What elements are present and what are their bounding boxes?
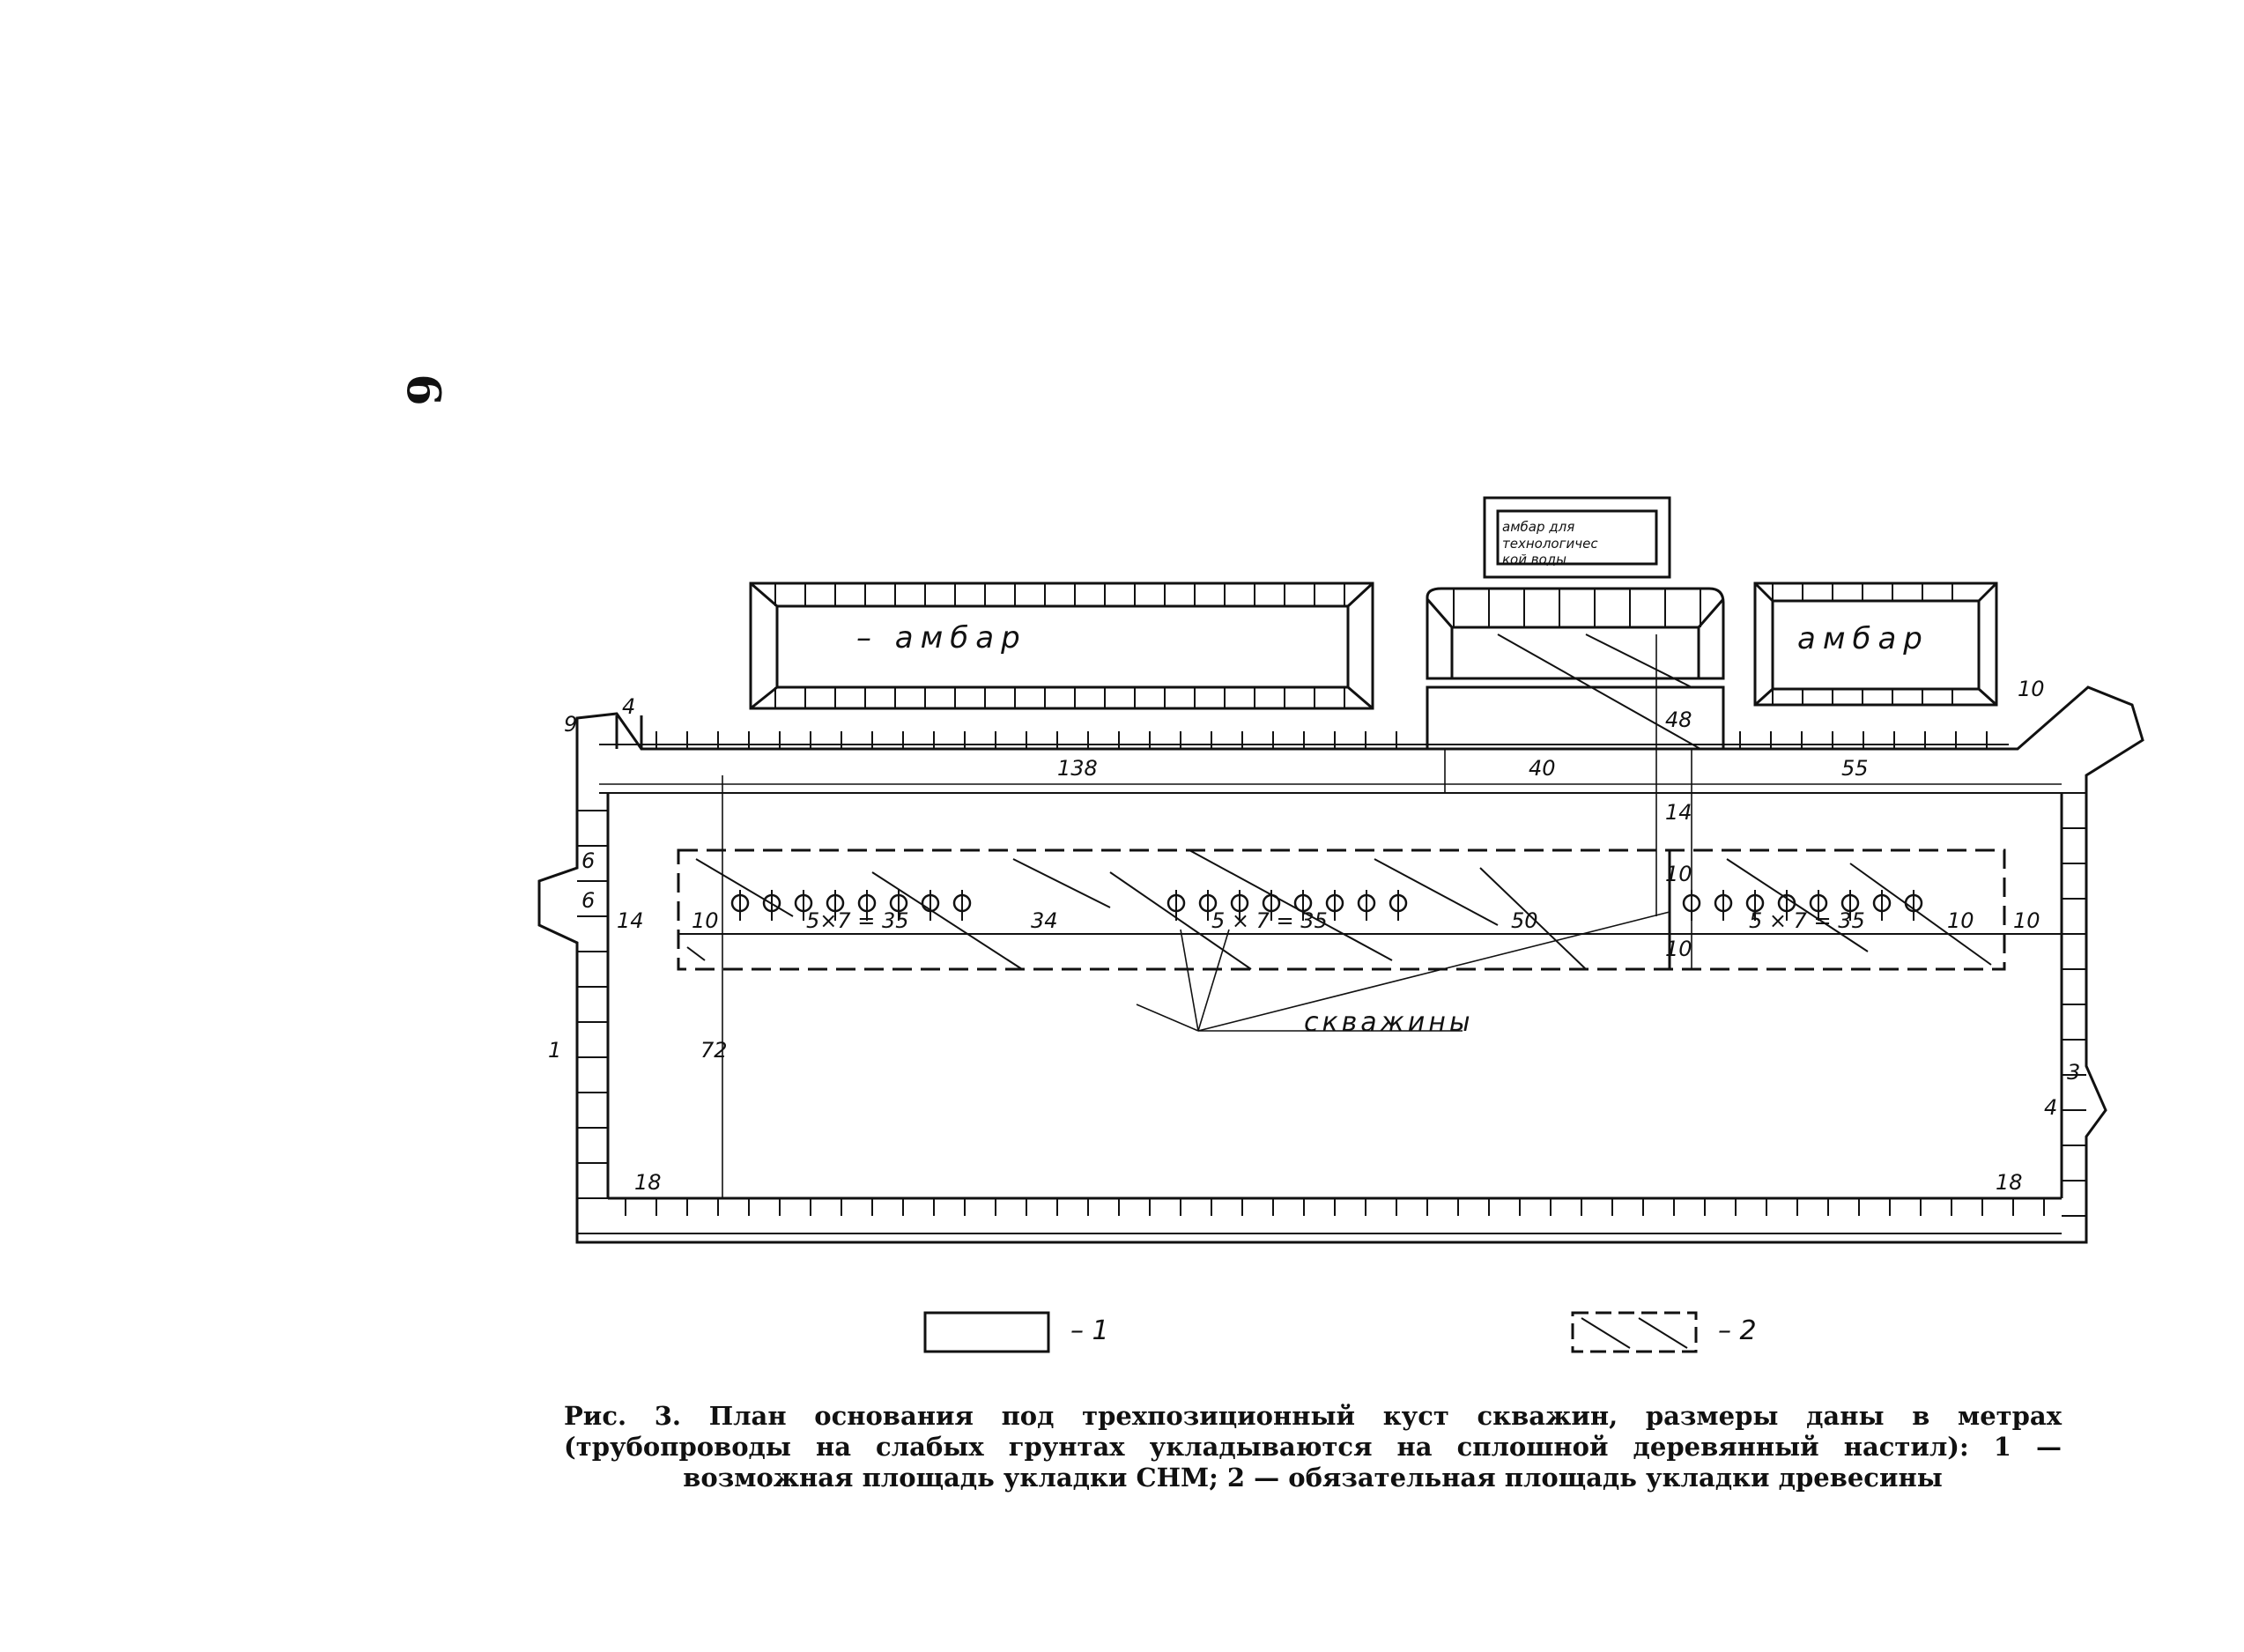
dim-1-left: 1	[548, 1038, 561, 1063]
ambar-tech-label-3: кой воды	[1502, 552, 1566, 567]
well-symbol	[730, 890, 750, 921]
well-symbol	[921, 890, 940, 921]
wall-ticks	[2062, 792, 2086, 1217]
legend-label-2: – 2	[1718, 1315, 1757, 1346]
ambar-left-outline	[749, 582, 1374, 710]
well-symbol	[1745, 890, 1765, 921]
dim-48: 48	[1665, 707, 1692, 732]
well-symbol	[826, 890, 845, 921]
dim-10-top: 10	[1665, 862, 1692, 886]
dim-10-r2: 10	[2013, 908, 2040, 933]
well-symbol	[952, 890, 972, 921]
dim-group-1: 5×7 = 35	[806, 908, 909, 933]
wood-area-dashed	[677, 848, 2062, 971]
wall-ticks	[1453, 589, 1701, 627]
dim-50: 50	[1511, 908, 1538, 933]
wall-ticks	[1772, 583, 1953, 601]
well-symbol	[1904, 890, 1923, 921]
well-symbol	[1389, 890, 1408, 921]
well-symbol	[1198, 890, 1218, 921]
legend-label-1: – 1	[1070, 1315, 1109, 1346]
wall-ticks	[577, 810, 608, 1234]
dim-4: 4	[622, 694, 635, 719]
dim-10-r1: 10	[1947, 908, 1974, 933]
well-symbol	[1714, 890, 1733, 921]
dim-10-bot: 10	[1665, 937, 1692, 961]
well-symbol	[1809, 890, 1828, 921]
wells	[730, 890, 1923, 921]
legend: – 1 – 2	[923, 1311, 1757, 1353]
well-symbol	[762, 890, 781, 921]
dim-14-top: 14	[1665, 800, 1692, 825]
ambar-left-label: – амбар	[856, 620, 1027, 656]
dim-4-right: 4	[2044, 1095, 2057, 1120]
well-symbol	[1357, 890, 1376, 921]
ambar-technical-water-outline	[1483, 496, 1671, 579]
dim-6a: 6	[581, 848, 595, 873]
dim-34: 34	[1031, 908, 1058, 933]
ambar-tech-label-2: технологичес	[1502, 536, 1598, 552]
ambar-right-outline	[1753, 582, 1998, 707]
dim-group-3: 5 × 7 = 35	[1749, 908, 1865, 933]
dim-9: 9	[564, 712, 577, 737]
wells-label: скважины	[1304, 1007, 1474, 1038]
dim-10-left: 10	[692, 908, 719, 933]
dim-138: 138	[1057, 756, 1098, 781]
well-symbol	[1293, 890, 1313, 921]
dim-55: 55	[1841, 756, 1869, 781]
dim-18-right: 18	[1996, 1170, 2023, 1195]
wall-ticks	[774, 687, 1345, 708]
dim-10-right-top: 10	[2018, 677, 2045, 701]
wall-ticks	[1772, 689, 1953, 705]
dim-3: 3	[2067, 1060, 2080, 1085]
ambar-tech-label-1: амбар для	[1502, 519, 1574, 535]
well-symbol	[889, 890, 908, 921]
dim-18-left: 18	[634, 1170, 662, 1195]
dim-72: 72	[700, 1038, 728, 1063]
ambar-right-label: амбар	[1797, 621, 1929, 656]
well-symbol	[1325, 890, 1344, 921]
hatching-diagonals	[686, 633, 1992, 970]
wall-ticks	[655, 731, 1397, 749]
figure-caption: Рис. 3. План основания под трехпозиционн…	[564, 1401, 2062, 1493]
wall-ticks	[774, 583, 1345, 606]
dim-14-left: 14	[617, 908, 644, 933]
dim-6b: 6	[581, 888, 595, 913]
legend-swatch-2	[1571, 1311, 1698, 1353]
well-symbol	[1166, 890, 1186, 921]
legend-swatch-1	[923, 1311, 1050, 1353]
dimension-lines	[599, 634, 2062, 1198]
well-symbol	[1230, 890, 1249, 921]
well-symbol	[1262, 890, 1281, 921]
well-symbol	[1872, 890, 1892, 921]
well-symbol	[794, 890, 813, 921]
wall-ticks	[1739, 731, 1988, 749]
well-symbol	[1682, 890, 1701, 921]
dim-group-2: 5 × 7 = 35	[1211, 908, 1328, 933]
dim-40: 40	[1529, 756, 1556, 781]
site-outline	[537, 685, 2144, 1244]
well-symbol	[1840, 890, 1860, 921]
wall-ticks	[625, 1198, 2045, 1216]
well-symbol	[857, 890, 877, 921]
well-symbol	[1777, 890, 1796, 921]
